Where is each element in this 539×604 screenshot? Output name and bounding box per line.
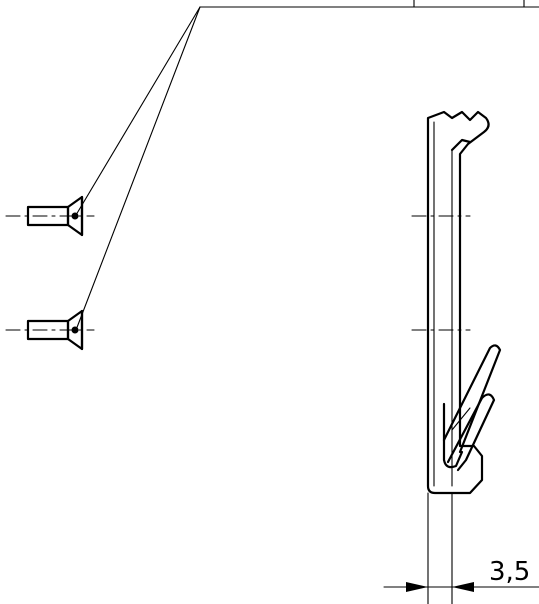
dimension-arrow-right (452, 582, 474, 592)
latch-inner-line (451, 407, 471, 431)
latch-base-hook (442, 402, 464, 469)
leader-line-upper-screw (75, 6, 201, 216)
callout-leader (75, 0, 539, 331)
dimension-value-text: 3,5 (489, 557, 530, 587)
countersunk-screw-upper (5, 195, 95, 237)
bracket-profile (426, 110, 502, 495)
screw-lower-leader-dot (71, 326, 79, 334)
screw-upper-leader-dot (71, 212, 79, 220)
leader-line-lower-screw (75, 6, 201, 331)
countersunk-screw-lower (5, 309, 95, 351)
latch-spring-arm-short (446, 393, 496, 472)
latch-spring-arm-long (442, 344, 502, 454)
dimension-arrow-left (406, 582, 428, 592)
bracket-hook-notch (450, 138, 472, 152)
bracket-outline (426, 110, 490, 495)
thickness-dimension: 3,5 (383, 492, 539, 604)
